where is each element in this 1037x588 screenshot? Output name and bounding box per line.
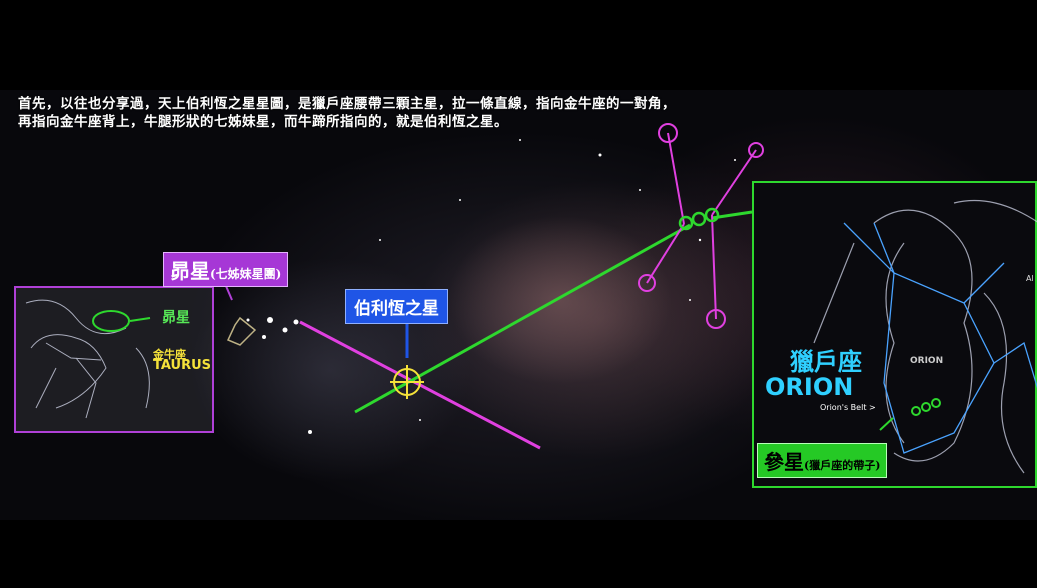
target-reticle xyxy=(390,365,424,399)
taurus-inset-panel xyxy=(14,286,214,433)
aldebaran-partial-label: Al xyxy=(1026,274,1034,283)
mintaka-main-text: 參星 xyxy=(764,450,804,474)
orion-belt-word: Orion's Belt > xyxy=(820,403,876,412)
pleiades-main-text: 昴星 xyxy=(170,259,210,283)
orion-map-word: ORION xyxy=(910,356,944,366)
caption-line-1: 首先，以往也分享過，天上伯利恆之星星圖，是獵戶座腰帶三顆主星，拉一條直線，指向金… xyxy=(18,96,676,112)
mintaka-label: 參星(獵戶座的帶子) xyxy=(757,443,888,478)
orion-inset-panel xyxy=(752,181,1037,488)
taurus-cn-label: 金牛座 xyxy=(153,348,186,361)
taurus-en-label: TAURUS xyxy=(153,358,212,373)
caption-text: 首先，以往也分享過，天上伯利恆之星星圖，是獵戶座腰帶三顆主星，拉一條直線，指向金… xyxy=(18,95,1018,131)
orion-constellation-sketch xyxy=(813,200,1037,474)
betelgeuse-label: 伯利恆之星 xyxy=(345,289,448,324)
maoxing-small-label: 昴星 xyxy=(162,310,190,326)
orion-en-label: ORION xyxy=(765,373,854,401)
pleiades-note-text: (七姊妹星團) xyxy=(210,267,282,281)
mintaka-note-text: (獵戶座的帶子) xyxy=(804,459,881,472)
pleiades-label: 昴星(七姊妹星團) xyxy=(163,252,289,287)
caption-line-2: 再指向金牛座背上，牛腿形狀的七姊妹星，而牛蹄所指向的，就是伯利恆之星。 xyxy=(18,114,508,130)
taurus-constellation-sketch xyxy=(25,299,151,419)
orion-cn-label: 獵戶座 xyxy=(790,348,862,376)
